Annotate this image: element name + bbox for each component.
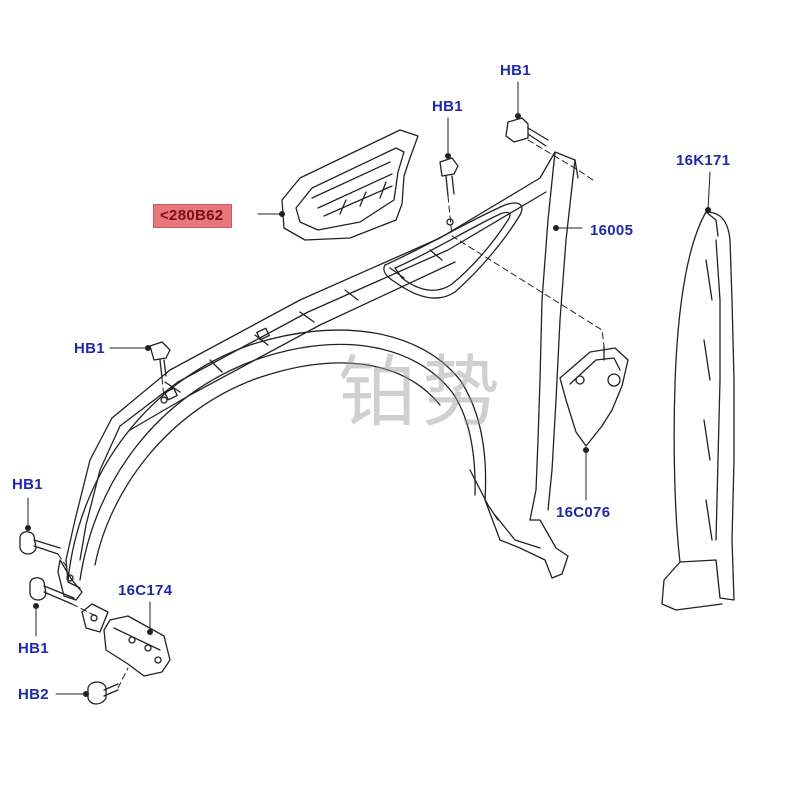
bolt-hb1-left (19, 531, 61, 555)
fender-panel (57, 151, 579, 601)
watermark-text: 铂势 (338, 348, 507, 438)
label-280b62-highlighted: <280B62 (153, 204, 233, 228)
bolt-hb1-top-right (505, 117, 549, 147)
label-hb2: HB2 (18, 686, 49, 703)
fender-bracket-16c076 (559, 345, 629, 447)
label-16k171: 16K171 (676, 152, 731, 169)
label-hb1-bottom-left: HB1 (18, 640, 49, 657)
bolt-hb1-bottom-left (29, 577, 75, 605)
bolt-hb1-top (439, 157, 459, 197)
bolt-hb2 (87, 681, 119, 705)
label-hb1-top: HB1 (432, 98, 463, 115)
label-16c174: 16C174 (118, 582, 173, 599)
bolt-hb1-mid-left (149, 341, 171, 379)
label-hb1-left: HB1 (12, 476, 43, 493)
fender-bracket-16c174 (81, 603, 171, 677)
fender-vent-grille (281, 129, 419, 241)
fender-seal-strip (661, 211, 735, 611)
label-hb1-top-right: HB1 (500, 62, 531, 79)
assembly-dashed-lines (57, 139, 605, 689)
label-16c076: 16C076 (556, 504, 611, 521)
label-16005: 16005 (590, 222, 634, 239)
callout-leaders (25, 81, 711, 697)
label-hb1-mid-left: HB1 (74, 340, 105, 357)
